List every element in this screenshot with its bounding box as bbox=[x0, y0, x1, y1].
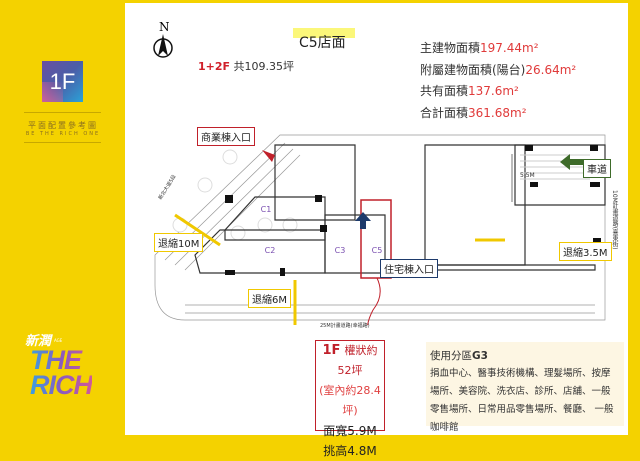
floor-badge-text: 1F bbox=[49, 68, 76, 94]
area-value: 197.44m² bbox=[480, 41, 539, 55]
road-left-label: 新北大道5段 bbox=[157, 173, 178, 201]
info-width: 面寬5.9M bbox=[323, 424, 377, 438]
north-label: N bbox=[159, 20, 170, 34]
zone-label: 使用分區 bbox=[430, 350, 472, 362]
brand-cn: 新潤 bbox=[25, 334, 52, 349]
area-label: 主建物面積 bbox=[420, 41, 481, 55]
area-row: 合計面積361.68m² bbox=[420, 103, 576, 125]
area-row: 附屬建物面積(陽台)26.64m² bbox=[420, 60, 576, 82]
area-label: 附屬建物面積(陽台) bbox=[420, 62, 526, 77]
unit-c2: C2 bbox=[265, 246, 276, 255]
area-row: 共有面積137.6m² bbox=[420, 81, 576, 103]
total-area-value: 共109.35坪 bbox=[233, 60, 295, 73]
setback-10m-label: 退縮10M bbox=[154, 233, 204, 252]
brand-sub: AGE bbox=[54, 338, 63, 343]
usage-zone-box: 使用分區G3 捐血中心、醫事技術機構、理髮場所、按摩場所、美容院、洗衣店、診所、… bbox=[426, 342, 624, 433]
page-title: C5店面 bbox=[299, 35, 346, 51]
info-height: 挑高4.8M bbox=[323, 444, 377, 458]
usage-text: 捐血中心、醫事技術機構、理髮場所、按摩場所、美容院、洗衣店、診所、店舖、一般零售… bbox=[430, 368, 614, 433]
residential-entrance-label: 住宅棟入口 bbox=[380, 259, 438, 278]
zone-value: G3 bbox=[472, 350, 488, 362]
callout-line bbox=[367, 277, 381, 325]
info-indoor: (室內約28.4坪) bbox=[319, 384, 381, 417]
commercial-entrance-label: 商業棟入口 bbox=[197, 127, 255, 146]
floor-plan: C1 C2 C3 C5 新北大道5段 5.5M bbox=[154, 134, 606, 325]
unit-c1: C1 bbox=[261, 205, 272, 214]
road-right-label: 10M計畫道路(喜東街) bbox=[611, 190, 618, 250]
residential-arrow-icon bbox=[355, 212, 371, 229]
area-value: 361.68m² bbox=[468, 105, 527, 120]
area-value: 137.6m² bbox=[468, 84, 519, 98]
total-area: 1+2F 共109.35坪 bbox=[198, 58, 294, 74]
divider bbox=[24, 142, 101, 143]
floor-badge: 1F bbox=[42, 61, 83, 102]
title-highlight bbox=[293, 28, 355, 38]
brand-line2: RICH bbox=[30, 370, 92, 400]
area-label: 共有面積 bbox=[420, 84, 469, 98]
setback-6m-label: 退縮6M bbox=[248, 289, 291, 308]
driveway-label: 車道 bbox=[583, 159, 611, 178]
c5-highlight bbox=[360, 199, 392, 279]
subtitle-cn: 平面配置參考圖 bbox=[28, 121, 98, 130]
north-compass-icon: N bbox=[153, 20, 173, 58]
unit-c5: C5 bbox=[372, 246, 383, 255]
area-row: 主建物面積197.44m² bbox=[420, 38, 576, 60]
driveway-arrow-icon bbox=[560, 154, 584, 170]
setback-3.5m-label: 退縮3.5M bbox=[559, 242, 612, 261]
area-label: 合計面積 bbox=[420, 105, 469, 120]
subtitle-en: BE THE RICH ONE bbox=[25, 131, 101, 137]
info-floor: 1F bbox=[322, 343, 341, 358]
divider bbox=[24, 112, 101, 113]
ramp-width: 5.5M bbox=[520, 172, 535, 179]
road-bottom-label: 25M計畫道路(幸福路) bbox=[320, 323, 370, 329]
unit-c3: C3 bbox=[335, 246, 346, 255]
area-value: 26.64m² bbox=[525, 62, 577, 77]
commercial-arrow-icon bbox=[262, 150, 275, 162]
floors-label: 1+2F bbox=[198, 60, 231, 73]
info-size: 權狀約52坪 bbox=[337, 344, 378, 377]
area-list: 主建物面積197.44m² 附屬建物面積(陽台)26.64m² 共有面積137.… bbox=[420, 38, 576, 124]
unit-info-box: 1F 權狀約52坪 (室內約28.4坪) 面寬5.9M 挑高4.8M bbox=[315, 340, 385, 458]
